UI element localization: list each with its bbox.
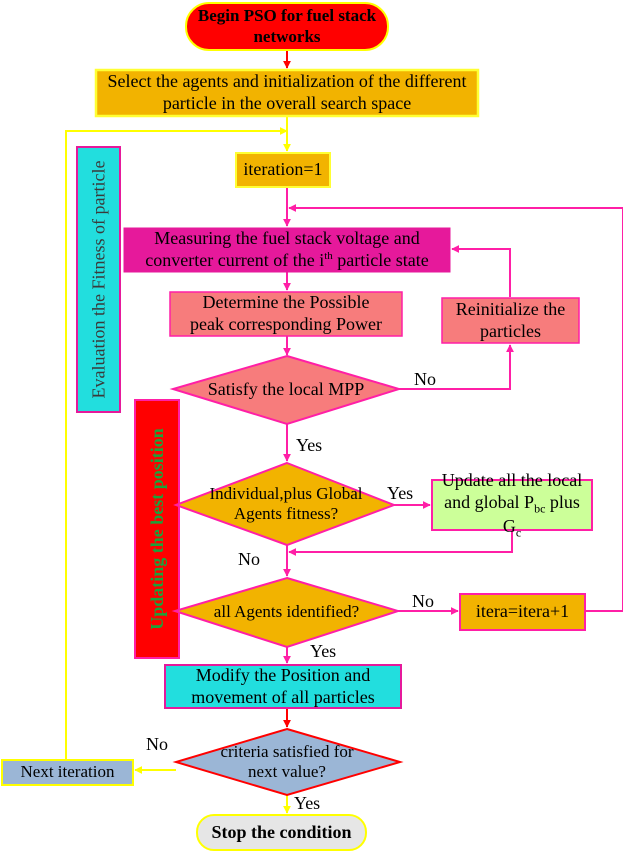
all-agents-decision-shape [171,576,402,649]
select-process-shape [94,68,480,118]
reinit-process-shape [441,297,580,344]
criteria-yes-label: Yes [294,793,321,813]
connector-satisfy-no [399,344,514,390]
connector-update-merge [288,530,513,556]
connector-itera-loop [288,204,623,612]
stop-terminator-shape [196,814,367,851]
individual-no-label: No [238,549,260,569]
satisfy-yes-label: Yes [296,435,323,455]
next-iteration-process-shape [1,759,134,786]
determine-process-shape [169,291,403,337]
measure-process-shape [123,227,451,273]
individual-decision-shape [173,461,397,547]
evaluation-side-shape [76,146,121,413]
updating-side-shape [134,399,180,659]
individual-yes-label: Yes [387,483,414,503]
evaluation-side-label: Evaluation the Fitness of particle [88,160,109,399]
updating-side-label: Updating the best position [146,428,167,630]
modify-process-shape [164,664,402,709]
update-process-shape [431,479,593,531]
itera-process-shape [459,593,586,631]
connector-reinit-measure [451,245,511,297]
iteration-process-shape [235,152,331,188]
begin-terminator-shape [185,2,389,51]
all-no-label: No [412,591,434,611]
criteria-decision-shape [172,727,404,797]
all-yes-label: Yes [310,641,337,661]
satisfy-no-label: No [414,369,436,389]
criteria-no-label: No [146,734,168,754]
satisfy-decision-shape [169,354,403,426]
connector-next-iteration-loop [65,127,288,760]
